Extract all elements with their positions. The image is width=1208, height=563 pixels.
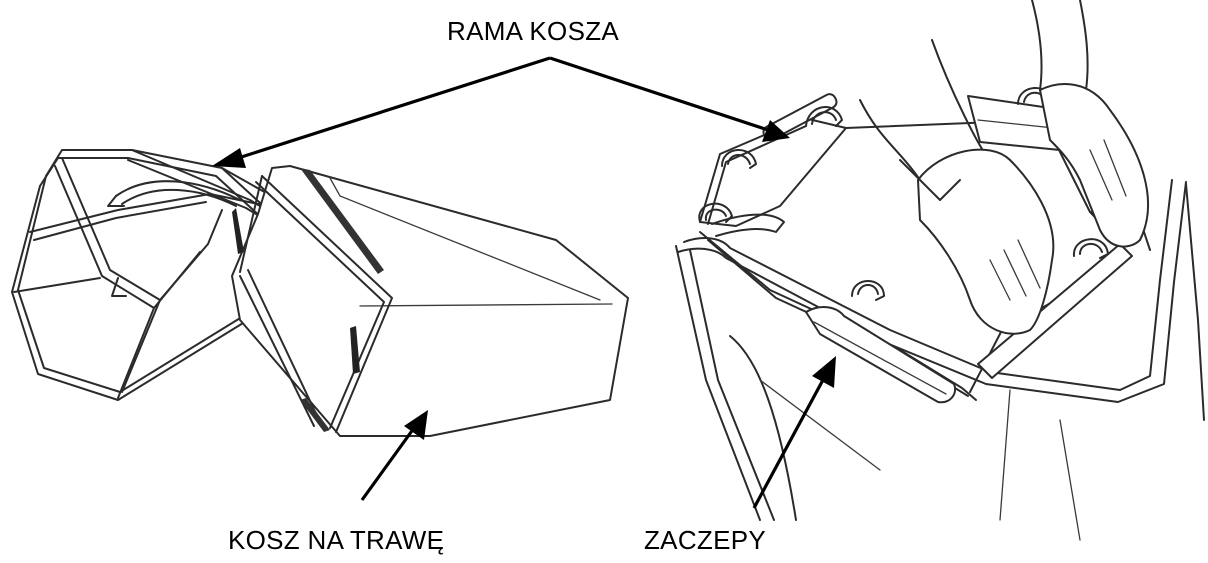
hooks-callout-arrow bbox=[754, 356, 836, 508]
hook-2 bbox=[722, 150, 756, 168]
hook-4 bbox=[852, 281, 884, 300]
hands bbox=[860, 0, 1148, 334]
bag-label: KOSZ NA TRAWĘ bbox=[228, 525, 444, 556]
grass-bag bbox=[232, 166, 628, 436]
frame-label: RAMA KOSZA bbox=[447, 16, 619, 47]
hook-5 bbox=[1074, 239, 1108, 258]
mower-assembly-right bbox=[676, 0, 1204, 540]
hooks-label: ZACZEPY bbox=[644, 525, 766, 556]
frame-callout-arrows bbox=[212, 58, 790, 168]
